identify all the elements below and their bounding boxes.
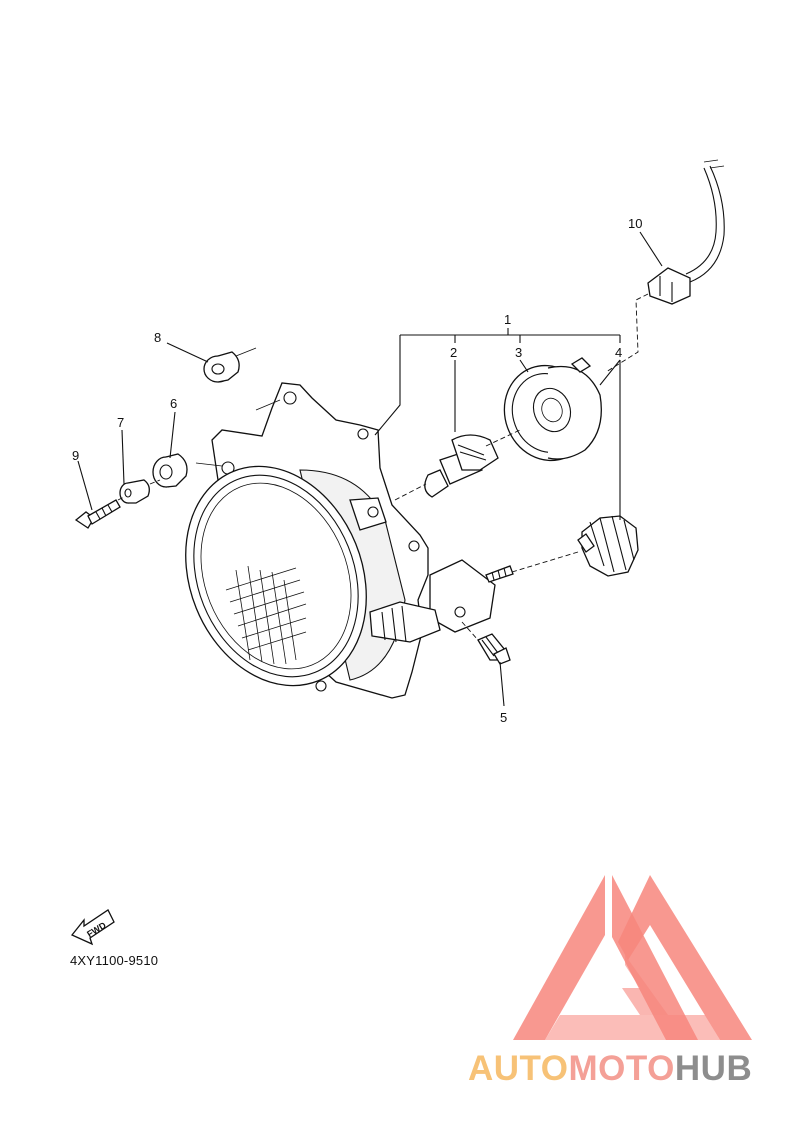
callout-labels: 1 2 3 4 5 6 7 8 9 10 [72,216,642,725]
callout-8: 8 [154,330,161,345]
callout-2: 2 [450,345,457,360]
callout-10: 10 [628,216,642,231]
connector-part-10 [647,159,725,305]
bulb-part-2 [424,434,499,498]
brand-part-hub: HUB [674,1049,753,1088]
collar-part-7 [119,479,150,504]
leader-lines [77,231,663,707]
brand-part-auto: AUTO [468,1049,569,1088]
diagram-code: 4XY1100-9510 [70,953,159,968]
bolt-part-9 [74,499,121,529]
position-lamp-part-4 [577,515,639,577]
callout-1: 1 [504,312,511,327]
callout-4: 4 [615,345,622,360]
callout-3: 3 [515,345,522,360]
fwd-arrow-icon: FWD [70,909,115,946]
socket-cover-part-3 [503,357,602,462]
watermark-logo [513,875,752,1040]
damper-part-8 [203,351,240,383]
screw-part-5 [477,633,511,665]
callout-9: 9 [72,448,79,463]
headlight-housing [185,382,496,699]
brand-wordmark: AUTOMOTOHUB [468,1049,752,1089]
callout-6: 6 [170,396,177,411]
callout-7: 7 [117,415,124,430]
callout-5: 5 [500,710,507,725]
grommet-part-6 [152,453,188,488]
assembly-lines [117,293,649,641]
brand-part-moto: MOTO [568,1049,675,1088]
adjuster-screw [485,565,514,583]
